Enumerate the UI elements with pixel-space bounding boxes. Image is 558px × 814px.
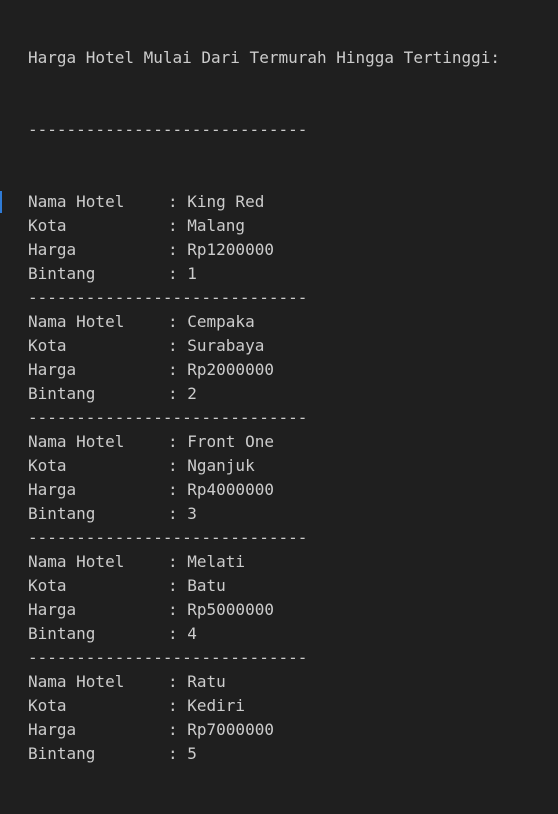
hotel-name-line: Nama Hotel : King Red	[28, 190, 500, 214]
hotel-city-line: Kota : Surabaya	[28, 334, 500, 358]
field-value: : Rp4000000	[168, 480, 274, 499]
field-label: Harga	[28, 720, 77, 739]
hotel-price-line: Harga : Rp1200000	[28, 238, 500, 262]
hotel-price-line: Harga : Rp5000000	[28, 598, 500, 622]
terminal-text: Harga Hotel Mulai Dari Termurah Hingga T…	[28, 0, 500, 814]
field-value: : 5	[168, 744, 197, 763]
field-label: Nama Hotel	[28, 552, 125, 571]
field-label: Kota	[28, 336, 67, 355]
field-label: Kota	[28, 696, 67, 715]
field-value: : Rp1200000	[168, 240, 274, 259]
field-value: : Nganjuk	[168, 456, 255, 475]
hotel-city-line: Kota : Kediri	[28, 694, 500, 718]
line-marker	[0, 191, 2, 213]
field-value: : Ratu	[168, 672, 226, 691]
field-label: Harga	[28, 240, 77, 259]
field-value: : 3	[168, 504, 197, 523]
hotel-stars-line: Bintang : 2	[28, 382, 500, 406]
field-label: Bintang	[28, 264, 96, 283]
separator-line: -----------------------------	[28, 528, 308, 547]
field-value: : 2	[168, 384, 197, 403]
field-label: Bintang	[28, 504, 96, 523]
hotel-city-line: Kota : Malang	[28, 214, 500, 238]
field-value: : 1	[168, 264, 197, 283]
field-label: Bintang	[28, 384, 96, 403]
field-label: Harga	[28, 480, 77, 499]
hotel-name-line: Nama Hotel : Melati	[28, 550, 500, 574]
field-value: : Rp2000000	[168, 360, 274, 379]
hotel-price-line: Harga : Rp7000000	[28, 718, 500, 742]
field-value: : Kediri	[168, 696, 246, 715]
hotel-price-line: Harga : Rp2000000	[28, 358, 500, 382]
hotel-name-line: Nama Hotel : Front One	[28, 430, 500, 454]
field-label: Kota	[28, 216, 67, 235]
field-value: : Batu	[168, 576, 226, 595]
field-label: Nama Hotel	[28, 672, 125, 691]
field-label: Bintang	[28, 624, 96, 643]
hotel-stars-line: Bintang : 4	[28, 622, 500, 646]
field-label: Bintang	[28, 744, 96, 763]
hotel-stars-line: Bintang : 5	[28, 742, 500, 766]
field-label: Nama Hotel	[28, 312, 125, 331]
hotel-city-line: Kota : Nganjuk	[28, 454, 500, 478]
hotel-city-line: Kota : Batu	[28, 574, 500, 598]
hotel-name-line: Nama Hotel : Cempaka	[28, 310, 500, 334]
field-value: : Surabaya	[168, 336, 265, 355]
field-value: : Malang	[168, 216, 246, 235]
field-value: : 4	[168, 624, 197, 643]
field-value: : Melati	[168, 552, 246, 571]
field-value: : Rp7000000	[168, 720, 274, 739]
field-value: : Rp5000000	[168, 600, 274, 619]
field-label: Harga	[28, 600, 77, 619]
separator-line: -----------------------------	[28, 120, 308, 139]
hotel-stars-line: Bintang : 3	[28, 502, 500, 526]
field-label: Harga	[28, 360, 77, 379]
separator-line: -----------------------------	[28, 408, 308, 427]
hotel-name-line: Nama Hotel : Ratu	[28, 670, 500, 694]
field-label: Nama Hotel	[28, 192, 125, 211]
output-heading: Harga Hotel Mulai Dari Termurah Hingga T…	[28, 48, 501, 67]
field-label: Kota	[28, 576, 67, 595]
field-label: Nama Hotel	[28, 432, 125, 451]
separator-line: -----------------------------	[28, 648, 308, 667]
terminal-output-panel: Harga Hotel Mulai Dari Termurah Hingga T…	[0, 48, 501, 763]
hotel-price-line: Harga : Rp4000000	[28, 478, 500, 502]
field-label: Kota	[28, 456, 67, 475]
field-value: : Front One	[168, 432, 274, 451]
hotel-stars-line: Bintang : 1	[28, 262, 500, 286]
field-value: : Cempaka	[168, 312, 255, 331]
field-value: : King Red	[168, 192, 265, 211]
separator-line: -----------------------------	[28, 288, 308, 307]
